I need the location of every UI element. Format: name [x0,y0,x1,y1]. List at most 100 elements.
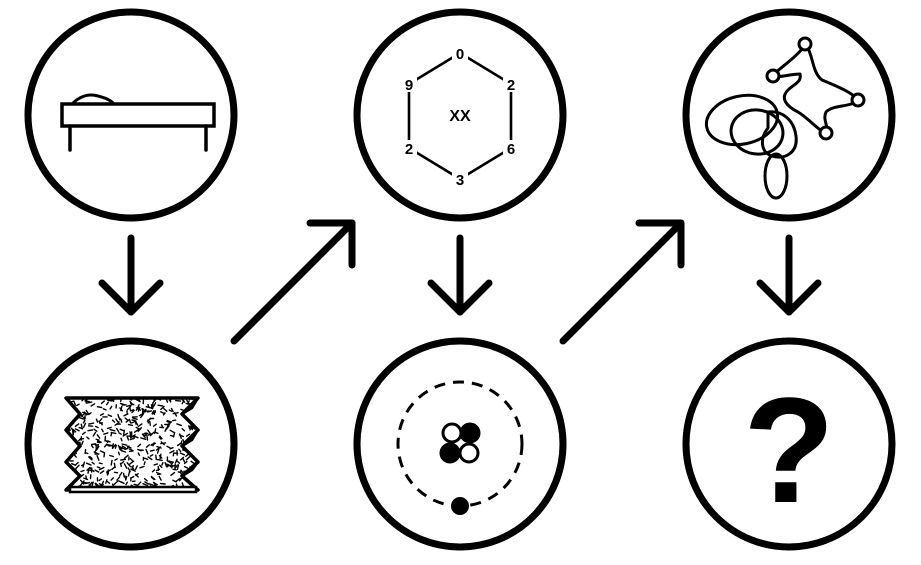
speckle-mark [82,419,86,424]
speckle-mark [107,414,113,417]
speckle-mark [148,420,152,426]
speckle-mark [151,410,155,415]
speckle-mark [164,461,168,468]
speckle-mark [96,441,101,444]
speckle-mark [85,412,90,416]
speckle-mark [124,475,127,480]
speckle-mark [152,423,158,427]
speckle-mark [163,407,168,412]
speckle-mark [174,464,179,470]
speckle-mark [99,470,105,474]
node-tangled-loops [682,8,896,222]
speckle-mark [74,423,80,427]
speckle-mark [172,479,177,483]
speckle-mark [146,434,149,441]
speckle-mark [180,440,183,445]
hexagon-label-upper-left: 9 [405,77,413,94]
speckle-mark [74,428,80,432]
nucleon-white [441,422,463,444]
speckle-mark [179,452,186,456]
speckle-mark [145,448,149,455]
speckle-mark [176,442,182,447]
speckle-mark [117,413,120,418]
speckle-mark [161,462,164,466]
speckle-mark [160,424,164,429]
speckle-mark [105,401,110,406]
speckle-mark [122,429,126,436]
speckle-mark [99,450,106,454]
speckle-mark [119,471,123,477]
speckle-mark [155,471,161,475]
speckle-mark [158,475,162,481]
speckle-mark [80,469,85,473]
speckle-mark [185,433,191,437]
speckle-mark [106,480,111,484]
speckle-mark [151,469,156,473]
speckle-mark [70,463,77,466]
speckle-mark [147,417,152,422]
speckle-mark [137,443,142,448]
speckle-mark [141,407,144,413]
speckle-mark [106,469,112,474]
arrow-layers-to-hexagon [230,219,356,345]
speckle-mark [129,409,135,412]
speckle-mark [131,409,135,414]
speckle-mark [86,466,91,471]
tangled-loops-icon [704,36,866,200]
nucleon-black [439,442,461,464]
speckle-mark [166,420,172,424]
speckle-mark [109,405,113,410]
speckle-mark [169,434,175,437]
arrow-loops-to-unknown [756,234,822,316]
question-mark-icon: ? [743,366,835,534]
speckle-mark [95,418,99,423]
speckle-mark [120,437,123,442]
speckle-mark [114,444,118,449]
speckle-mark [105,439,109,443]
speckle-mark [142,483,149,487]
speckle-mark [159,435,163,440]
speckle-mark [166,419,173,423]
speckle-mark [82,461,86,468]
speckle-mark [187,400,190,405]
speckle-mark [96,466,101,469]
speckle-mark [158,464,163,469]
speckle-mark [88,412,92,416]
speckle-mark [88,481,93,486]
speckle-mark [105,444,113,447]
speckle-mark [79,479,85,485]
speckle-mark [175,477,181,482]
atom-icon [396,380,524,515]
speckle-mark [159,482,166,485]
speckle-mark [117,444,121,451]
speckle-mark [158,436,162,440]
speckle-mark [119,407,124,412]
speckle-mark [127,467,131,473]
speckle-mark [156,448,160,454]
speckle-mark [118,416,121,421]
speckle-mark [120,450,127,453]
speckle-mark [102,408,107,411]
speckle-mark [126,462,132,468]
speckle-mark [103,452,106,458]
speckle-mark [128,418,132,424]
speckle-mark [86,436,90,440]
hexagon-label-upper-right: 2 [507,77,515,94]
speckle-mark [169,447,174,450]
speckle-mark [175,460,181,464]
speckle-mark [91,481,94,487]
speckle-mark [190,460,195,465]
arrow-atom-to-loops [559,219,685,345]
speckle-mark [160,442,167,445]
arrow-bed-to-layers [98,234,164,316]
speckle-mark [180,408,185,412]
speckle-mark [170,471,176,476]
speckle-mark [113,471,119,474]
speckle-mark [143,478,148,482]
speckle-mark [88,422,95,425]
speckle-mark [123,454,129,460]
speckle-mark [155,454,158,461]
speckle-mark [98,478,103,482]
speckle-mark [76,403,80,407]
